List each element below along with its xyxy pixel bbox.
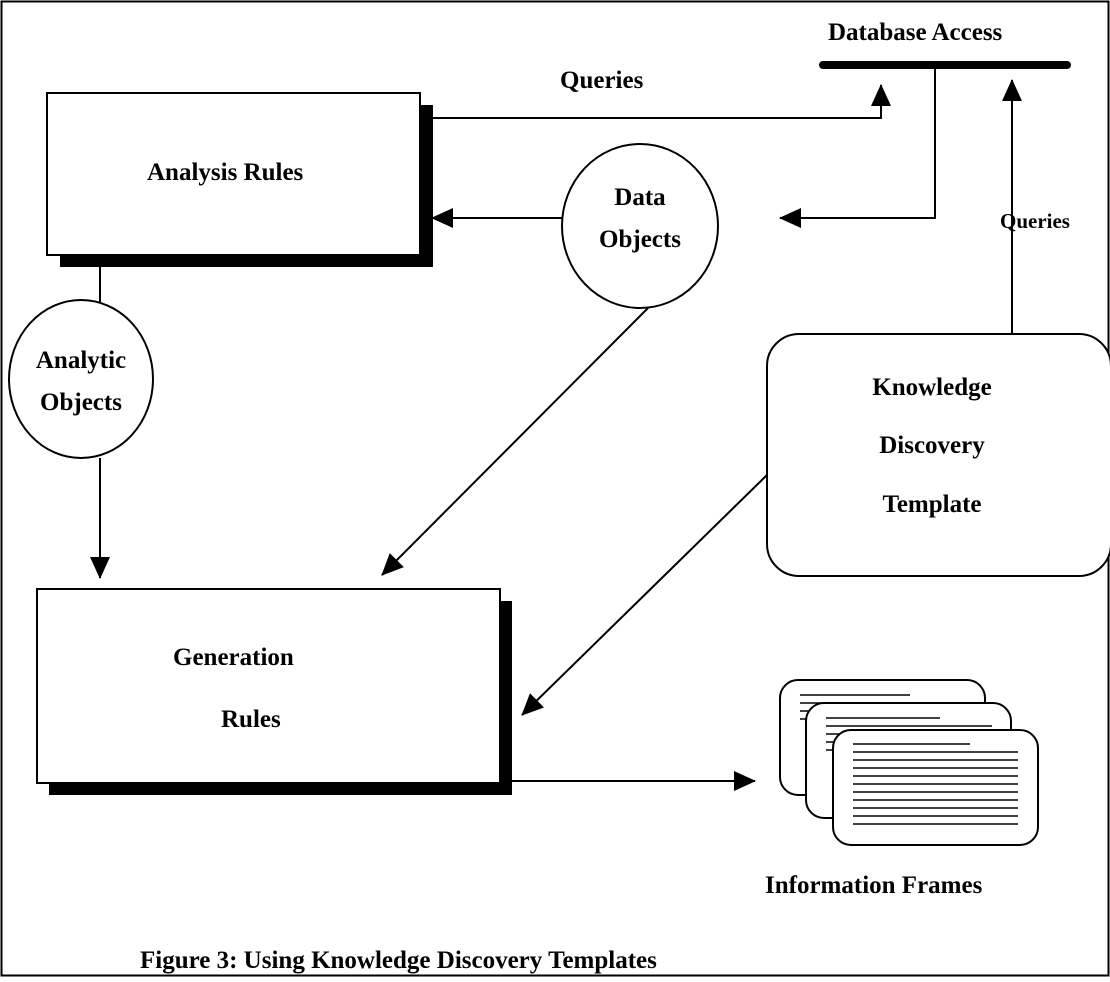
figure-caption: Figure 3: Using Knowledge Discovery Temp… xyxy=(140,947,657,974)
data-objects-label-1: Data xyxy=(614,184,666,211)
kdt-label-1: Knowledge xyxy=(872,374,991,401)
kdt-label-2: Discovery xyxy=(879,432,985,459)
data-objects-to-generation-arrow xyxy=(381,307,649,576)
generation-rules-label-1: Generation xyxy=(173,644,294,671)
generation-rules-label-2: Rules xyxy=(221,706,281,733)
data-objects-label-2: Objects xyxy=(599,226,681,253)
analysis-rules-label: Analysis Rules xyxy=(147,159,304,186)
knowledge-discovery-template-box xyxy=(766,333,1110,577)
data-objects-ellipse xyxy=(561,143,719,309)
kdt-label-3: Template xyxy=(882,491,981,518)
queries-arrow-top xyxy=(420,84,891,119)
analytic-objects-ellipse xyxy=(8,299,154,459)
analysis-rules-box xyxy=(46,92,433,267)
analytic-objects-label-2: Objects xyxy=(40,389,122,416)
queries-right-label: Queries xyxy=(1000,209,1070,233)
frame-front xyxy=(832,729,1039,846)
database-to-data-objects-arrow xyxy=(779,65,936,228)
information-frames-icon xyxy=(779,679,1039,846)
database-access-label: Database Access xyxy=(828,19,1003,46)
generation-rules-box xyxy=(36,588,512,795)
kdt-to-generation-arrow xyxy=(521,474,768,716)
queries-top-label: Queries xyxy=(560,67,644,94)
information-frames-label: Information Frames xyxy=(765,872,983,899)
analytic-objects-label-1: Analytic xyxy=(36,347,126,374)
